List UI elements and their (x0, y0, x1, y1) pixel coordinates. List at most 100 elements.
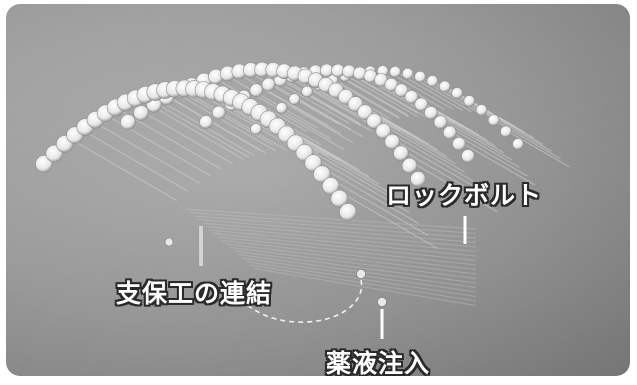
rock-bolt-line (169, 88, 277, 152)
injection-point-dot (377, 297, 387, 307)
rock-bolt-line (249, 264, 477, 302)
arch-bead (452, 137, 466, 151)
rock-bolt-line (225, 243, 477, 275)
rock-bolt-line (454, 138, 536, 186)
arch-bead (389, 66, 402, 78)
rock-bolt-line (290, 76, 371, 124)
arch-bead (375, 123, 392, 139)
arch-bead (442, 125, 457, 140)
rock-bolt-line (337, 70, 419, 118)
diagram-panel: ロックボルト 支保工の連結 薬液注入 (6, 4, 630, 376)
arch-bead (433, 115, 448, 129)
rock-bolt-line (404, 157, 498, 213)
injection-path-dashed (233, 279, 363, 323)
annotation-leaders (164, 216, 467, 339)
rock-bolt-line (235, 71, 329, 127)
arch-bead (339, 203, 357, 221)
rock-bolt-line (250, 92, 332, 140)
rock-bolt-line (386, 70, 454, 111)
rock-bolt-line (221, 240, 477, 270)
arch-bead (313, 165, 331, 183)
rock-bolt-line (413, 74, 481, 115)
rock-bolt-line (253, 268, 477, 306)
arch-bead (463, 95, 476, 107)
arch-bead (414, 70, 426, 83)
rock-bolt-line (341, 76, 409, 116)
arch-bead (512, 138, 524, 150)
rock-bolt-line (81, 129, 189, 192)
label-chemical-injection: 薬液注入 (326, 349, 431, 376)
rock-bolt-line (286, 103, 354, 144)
arch-bead (414, 97, 429, 112)
arch-bead (393, 145, 409, 162)
rock-bolt-line (155, 103, 250, 158)
arch-bead (120, 114, 136, 130)
rock-bolt-line (217, 236, 477, 266)
label-rock-bolt: ロックボルト (386, 181, 543, 210)
arch-bead (384, 134, 401, 150)
rock-bolt-line (205, 226, 477, 252)
rock-bolt-line (179, 90, 273, 146)
arch-bead (394, 83, 409, 98)
rock-bolt-line (280, 79, 362, 127)
rock-bolt-line (201, 222, 477, 248)
rock-bolt-line (270, 82, 352, 131)
arch-bead (133, 105, 149, 121)
arch-bead (261, 77, 276, 92)
rock-bolt-line (92, 120, 200, 184)
arch-bead (366, 113, 383, 129)
arch-bead (461, 149, 475, 163)
arch-bead (426, 75, 439, 87)
rock-bolt-line (213, 233, 477, 261)
arch-bead (212, 105, 226, 120)
rock-bolt-line (387, 136, 482, 191)
rock-bolt-line (277, 110, 345, 151)
arch-bead (321, 177, 340, 195)
arch-bead (401, 67, 414, 80)
rock-bolt-line (395, 146, 490, 202)
injection-source-dot (356, 269, 366, 279)
rock-bolt-line (304, 92, 372, 132)
arch-bead (249, 83, 264, 97)
arch-bead (250, 123, 262, 135)
steel-support-arches (35, 61, 524, 221)
rock-bolt-line (260, 87, 342, 135)
arch-bead (500, 125, 512, 138)
arch-bead (288, 93, 301, 105)
arch-bead (404, 90, 419, 104)
label-support-connection: 支保工の連結 (116, 279, 273, 308)
arch-bead (487, 114, 500, 126)
arch-bead (438, 80, 451, 93)
arch-bead (410, 171, 426, 187)
rock-bolt-line (70, 138, 178, 202)
rock-bolt-line (189, 212, 477, 234)
arch-bead (424, 106, 438, 120)
rock-bolt-line (321, 173, 429, 237)
rock-bolt-line (245, 261, 477, 297)
rock-bolt-line (237, 254, 477, 288)
tunnel-support-illustration (6, 4, 630, 376)
arch-bead (451, 87, 463, 99)
rock-bolt-line (209, 229, 477, 257)
arch-bead (475, 104, 488, 116)
rock-bolt-line (233, 250, 477, 284)
arch-bead (275, 102, 288, 114)
arch-bead (330, 189, 349, 208)
rock-bolt-line (350, 74, 418, 114)
support-joint-dot (164, 237, 174, 247)
rock-bolt-line (193, 215, 477, 239)
arch-bead (301, 85, 313, 98)
rock-bolt-line (502, 127, 570, 168)
rock-bolt-line (229, 247, 477, 279)
rock-bolt-line (332, 79, 400, 119)
rock-bolt-line (256, 69, 351, 125)
rock-bolt-line (197, 219, 477, 243)
arch-bead (401, 157, 418, 174)
arch-bead (199, 115, 213, 129)
rock-bolt-line (185, 208, 477, 230)
rock-bolt-line (476, 105, 544, 145)
rock-bolt-line (331, 186, 439, 250)
rock-bolt-line (179, 88, 287, 151)
rock-bolt-line (224, 73, 318, 129)
